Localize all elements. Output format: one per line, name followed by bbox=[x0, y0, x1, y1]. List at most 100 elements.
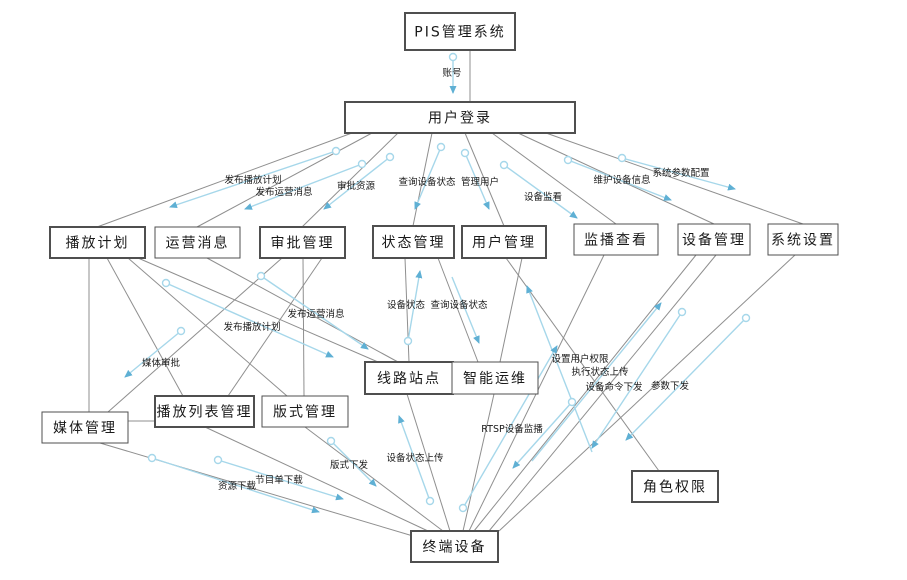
association-line bbox=[488, 254, 717, 532]
flow-start-circle bbox=[436, 142, 446, 152]
flow-arrow bbox=[398, 415, 431, 502]
flow-label: 执行状态上传 bbox=[571, 366, 629, 378]
node-box-monitor-view[interactable] bbox=[573, 223, 659, 256]
flow-start-circle bbox=[677, 307, 687, 317]
association-line bbox=[498, 254, 796, 532]
node-label-user-mgmt: 用户管理 bbox=[472, 234, 536, 251]
node-label-system-settings: 系统设置 bbox=[771, 233, 835, 249]
flow-arrow bbox=[625, 317, 747, 441]
node-box-user-mgmt[interactable] bbox=[461, 225, 547, 259]
node-box-pis-system[interactable] bbox=[404, 12, 516, 51]
node-box-status-mgmt[interactable] bbox=[372, 225, 455, 259]
flow-arrow bbox=[323, 156, 391, 210]
flow-label: 查询设备状态 bbox=[430, 299, 488, 311]
flow-arrow bbox=[567, 159, 672, 201]
association-line bbox=[464, 132, 505, 227]
association-line bbox=[491, 132, 617, 225]
node-box-layout-mgmt[interactable] bbox=[261, 395, 349, 428]
flow-label: 设备状态 bbox=[387, 299, 426, 311]
node-approval-mgmt[interactable]: 审批管理 bbox=[259, 226, 346, 259]
node-label-device-mgmt: 设备管理 bbox=[682, 232, 746, 249]
node-op-message[interactable]: 运营消息 bbox=[154, 226, 241, 259]
flow-arrow bbox=[151, 457, 320, 514]
flow-label: 资源下载 bbox=[218, 480, 257, 492]
flow-label: 设备状态上传 bbox=[386, 452, 444, 464]
node-box-system-settings[interactable] bbox=[767, 223, 839, 256]
association-line bbox=[301, 132, 399, 228]
flow-arrow bbox=[464, 152, 490, 210]
node-play-plan[interactable]: 播放计划 bbox=[49, 226, 146, 259]
node-label-layout-mgmt: 版式管理 bbox=[273, 405, 337, 421]
association-line bbox=[196, 132, 373, 228]
flow-start-circle bbox=[563, 155, 573, 165]
node-playlist-mgmt[interactable]: 播放列表管理 bbox=[154, 395, 255, 428]
association-line bbox=[406, 393, 451, 532]
flow-arrow bbox=[169, 150, 337, 209]
node-line-station[interactable]: 线路站点 bbox=[364, 361, 454, 395]
node-box-op-message[interactable] bbox=[154, 226, 241, 259]
association-line bbox=[127, 257, 288, 397]
node-device-mgmt[interactable]: 设备管理 bbox=[677, 223, 751, 256]
association-line bbox=[204, 426, 429, 532]
node-smart-ops[interactable]: 智能运维 bbox=[451, 361, 539, 395]
flow-arrow bbox=[451, 276, 480, 344]
node-label-pis-system: PIS管理系统 bbox=[414, 25, 505, 41]
node-role-permission[interactable]: 角色权限 bbox=[631, 470, 719, 503]
flow-arrow bbox=[621, 157, 736, 191]
node-user-mgmt[interactable]: 用户管理 bbox=[461, 225, 547, 259]
node-label-op-message: 运营消息 bbox=[166, 235, 230, 252]
node-box-media-mgmt[interactable] bbox=[41, 411, 129, 444]
node-monitor-view[interactable]: 监播查看 bbox=[573, 223, 659, 256]
flow-label: 媒体审批 bbox=[142, 357, 181, 369]
flow-label: 发布播放计划 bbox=[223, 321, 280, 333]
node-box-terminal-device[interactable] bbox=[410, 530, 499, 563]
association-line bbox=[437, 257, 479, 363]
flow-label: 发布运营消息 bbox=[287, 308, 344, 320]
flow-arrow bbox=[330, 440, 377, 487]
flow-label: RTSP设备监播 bbox=[481, 423, 543, 435]
association-line bbox=[99, 442, 414, 537]
node-label-user-login: 用户登录 bbox=[428, 110, 492, 127]
node-status-mgmt[interactable]: 状态管理 bbox=[372, 225, 455, 259]
association-line bbox=[462, 393, 495, 532]
node-box-device-mgmt[interactable] bbox=[677, 223, 751, 256]
node-layout-mgmt[interactable]: 版式管理 bbox=[261, 395, 349, 428]
association-line bbox=[545, 132, 804, 225]
association-line bbox=[499, 257, 523, 363]
flow-label: 设置用户权限 bbox=[551, 353, 609, 365]
flow-arrow bbox=[526, 285, 593, 453]
node-box-user-login[interactable] bbox=[344, 101, 576, 134]
node-box-smart-ops[interactable] bbox=[451, 361, 539, 395]
node-label-terminal-device: 终端设备 bbox=[423, 539, 487, 556]
node-system-settings[interactable]: 系统设置 bbox=[767, 223, 839, 256]
flow-start-circle bbox=[403, 336, 413, 346]
flow-label: 设备监看 bbox=[524, 191, 562, 203]
node-box-role-permission[interactable] bbox=[631, 470, 719, 503]
flow-label: 版式下发 bbox=[330, 459, 369, 471]
flow-start-circle bbox=[385, 152, 395, 162]
flow-start-circle bbox=[147, 453, 157, 463]
flow-arrow bbox=[414, 146, 442, 210]
flow-label: 管理用户 bbox=[461, 176, 499, 188]
node-user-login[interactable]: 用户登录 bbox=[344, 101, 576, 134]
node-box-playlist-mgmt[interactable] bbox=[154, 395, 255, 428]
flow-label: 设备命令下发 bbox=[585, 381, 643, 393]
node-media-mgmt[interactable]: 媒体管理 bbox=[41, 411, 129, 444]
association-line bbox=[96, 132, 353, 228]
flow-label: 参数下发 bbox=[651, 380, 690, 392]
flow-arrow bbox=[124, 330, 182, 378]
node-box-approval-mgmt[interactable] bbox=[259, 226, 346, 259]
node-pis-system[interactable]: PIS管理系统 bbox=[404, 12, 516, 51]
association-line bbox=[106, 257, 184, 397]
association-line bbox=[412, 132, 433, 227]
flow-arrow bbox=[244, 163, 363, 210]
flow-label: 维护设备信息 bbox=[593, 174, 650, 186]
node-terminal-device[interactable]: 终端设备 bbox=[410, 530, 499, 563]
flow-start-circle bbox=[460, 148, 470, 158]
node-box-play-plan[interactable] bbox=[49, 226, 146, 259]
node-label-line-station: 线路站点 bbox=[377, 371, 441, 387]
association-line bbox=[473, 254, 697, 532]
flow-start-circle bbox=[357, 159, 367, 169]
flow-start-circle bbox=[256, 271, 266, 281]
